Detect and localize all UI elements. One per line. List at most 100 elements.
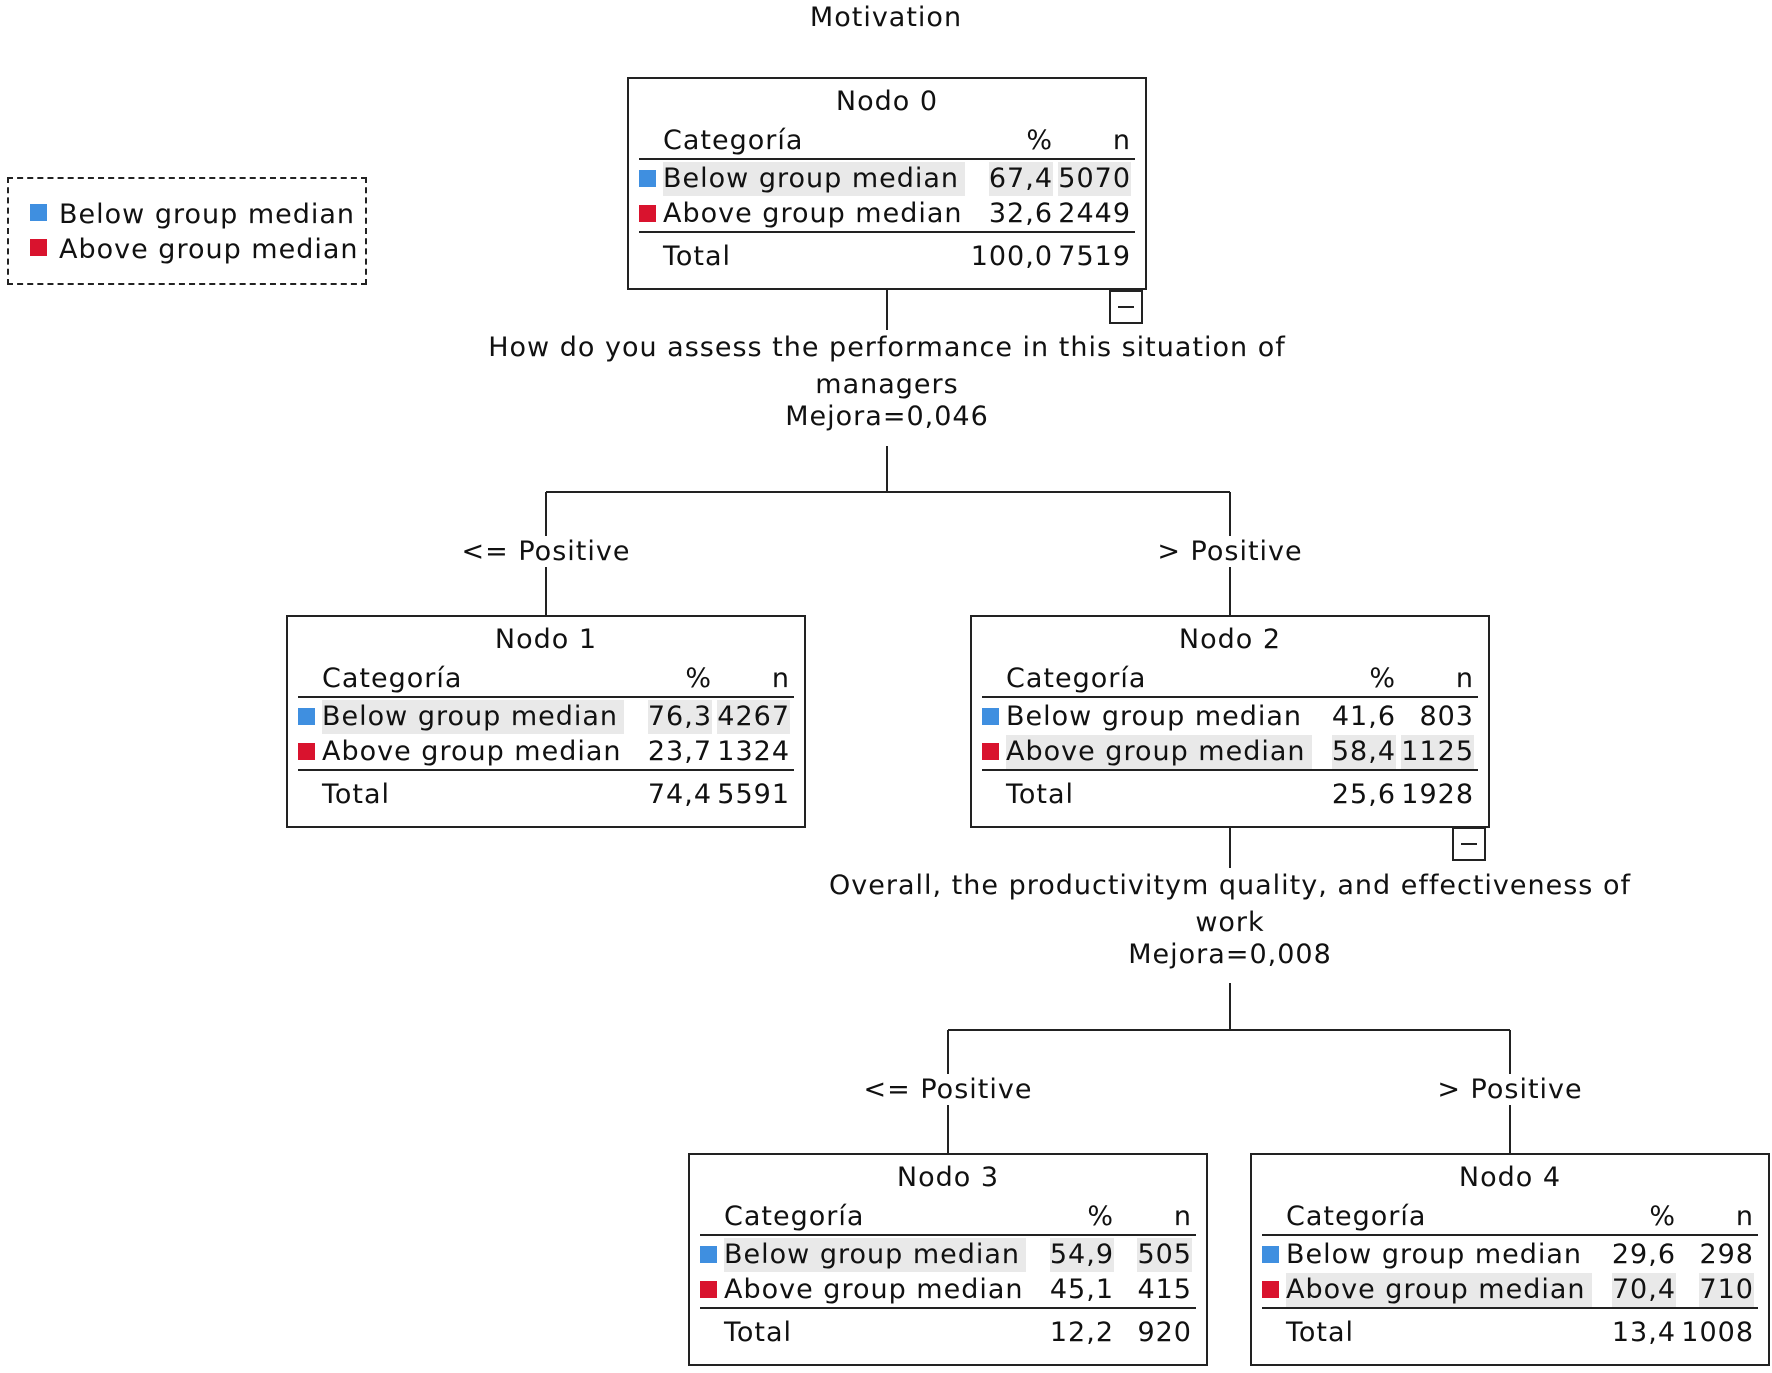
split-question-cont: work (1195, 907, 1265, 938)
red-square-icon (700, 1281, 717, 1298)
blue-square-icon (700, 1246, 717, 1263)
pct-cell: 23,7 (647, 736, 712, 767)
n-cell: 415 (1137, 1274, 1192, 1305)
collapse-node-0-button[interactable] (1109, 290, 1143, 324)
branch-label-right: > Positive (1130, 536, 1330, 567)
n-header: n (1455, 663, 1474, 694)
table-row: Below group median 29,6 298 (1262, 1238, 1758, 1272)
n-cell: 803 (1419, 701, 1474, 732)
pct-cell: 58,4 (1331, 735, 1396, 769)
total-label: Total (1006, 779, 1075, 810)
node-title: Nodo 4 (1458, 1162, 1562, 1193)
blue-square-icon (639, 170, 656, 187)
table-row: Below group median 76,3 4267 (298, 700, 794, 734)
total-pct: 25,6 (1331, 779, 1396, 810)
pct-cell: 76,3 (647, 700, 712, 734)
table-row: Below group median 41,6 803 (982, 700, 1478, 734)
branch-label-right: > Positive (1410, 1074, 1610, 1105)
branch-label-left: <= Positive (446, 536, 646, 567)
category-header: Categoría (1006, 663, 1147, 694)
n-cell: 710 (1699, 1273, 1754, 1307)
tree-node-4[interactable]: Nodo 4 Categoría % n Below group median … (1250, 1153, 1770, 1366)
total-n: 5591 (717, 779, 790, 810)
table-row: Below group median 54,9 505 (700, 1238, 1196, 1272)
category-cell: Above group median (724, 1274, 1024, 1305)
table-row: Above group median 70,4 710 (1262, 1273, 1758, 1309)
category-cell: Below group median (724, 1238, 1027, 1272)
total-row: Total 74,4 5591 (298, 778, 794, 812)
category-cell: Below group median (322, 700, 625, 734)
node-title: Nodo 1 (494, 624, 598, 655)
split-question: How do you assess the performance in thi… (488, 332, 1286, 363)
red-square-icon (982, 743, 999, 760)
collapse-node-2-button[interactable] (1452, 827, 1486, 861)
red-square-icon (298, 743, 315, 760)
blue-square-icon (298, 708, 315, 725)
table-header: Categoría % n (1262, 1200, 1758, 1236)
total-label: Total (322, 779, 391, 810)
total-n: 1928 (1401, 779, 1474, 810)
n-cell: 298 (1699, 1239, 1754, 1270)
n-cell: 505 (1137, 1238, 1192, 1272)
split-question-cont: managers (815, 369, 959, 400)
legend-label: Above group median (59, 234, 359, 265)
legend-item-below: Below group median (9, 197, 365, 232)
split-label-1: How do you assess the performance in thi… (487, 328, 1287, 432)
blue-square-icon (30, 204, 47, 221)
tree-node-1[interactable]: Nodo 1 Categoría % n Below group median … (286, 615, 806, 828)
category-header: Categoría (322, 663, 463, 694)
pct-cell: 54,9 (1049, 1238, 1114, 1272)
table-row: Above group median 23,7 1324 (298, 735, 794, 771)
red-square-icon (1262, 1281, 1279, 1298)
blue-square-icon (982, 708, 999, 725)
red-square-icon (30, 239, 47, 256)
total-pct: 12,2 (1049, 1317, 1114, 1348)
split-improvement: Mejora=0,008 (1128, 939, 1332, 970)
category-cell: Below group median (1006, 701, 1303, 732)
total-n: 7519 (1058, 241, 1131, 272)
node-title: Nodo 0 (835, 86, 939, 117)
node-title: Nodo 2 (1178, 624, 1282, 655)
category-header: Categoría (1286, 1201, 1427, 1232)
table-header: Categoría % n (700, 1200, 1196, 1236)
category-cell: Above group median (1006, 735, 1312, 769)
legend: Below group median Above group median (7, 177, 367, 285)
pct-cell: 45,1 (1049, 1274, 1114, 1305)
diagram-title: Motivation (809, 2, 963, 33)
category-cell: Above group median (663, 198, 963, 229)
n-cell: 1324 (717, 736, 790, 767)
table-row: Above group median 45,1 415 (700, 1273, 1196, 1309)
total-row: Total 100,0 7519 (639, 240, 1135, 274)
pct-cell: 32,6 (988, 198, 1053, 229)
table-header: Categoría % n (982, 662, 1478, 698)
table-row: Above group median 58,4 1125 (982, 735, 1478, 771)
pct-cell: 70,4 (1611, 1273, 1676, 1307)
n-cell: 5070 (1058, 162, 1131, 196)
category-header: Categoría (663, 125, 804, 156)
pct-header: % (1369, 663, 1396, 694)
pct-cell: 67,4 (988, 162, 1053, 196)
n-header: n (1173, 1201, 1192, 1232)
total-label: Total (1286, 1317, 1355, 1348)
category-header: Categoría (724, 1201, 865, 1232)
total-n: 920 (1137, 1317, 1192, 1348)
branch-label-left: <= Positive (848, 1074, 1048, 1105)
total-label: Total (663, 241, 732, 272)
total-row: Total 13,4 1008 (1262, 1316, 1758, 1350)
table-header: Categoría % n (639, 124, 1135, 160)
node-title: Nodo 3 (896, 1162, 1000, 1193)
total-pct: 74,4 (647, 779, 712, 810)
tree-node-3[interactable]: Nodo 3 Categoría % n Below group median … (688, 1153, 1208, 1366)
total-pct: 13,4 (1611, 1317, 1676, 1348)
pct-header: % (685, 663, 712, 694)
pct-cell: 29,6 (1611, 1239, 1676, 1270)
category-cell: Below group median (663, 162, 966, 196)
legend-label: Below group median (59, 199, 356, 230)
category-cell: Above group median (1286, 1273, 1592, 1307)
n-cell: 2449 (1058, 198, 1131, 229)
total-n: 1008 (1681, 1317, 1754, 1348)
pct-header: % (1026, 125, 1053, 156)
tree-node-2[interactable]: Nodo 2 Categoría % n Below group median … (970, 615, 1490, 828)
tree-node-0[interactable]: Nodo 0 Categoría % n Below group median … (627, 77, 1147, 290)
blue-square-icon (1262, 1246, 1279, 1263)
